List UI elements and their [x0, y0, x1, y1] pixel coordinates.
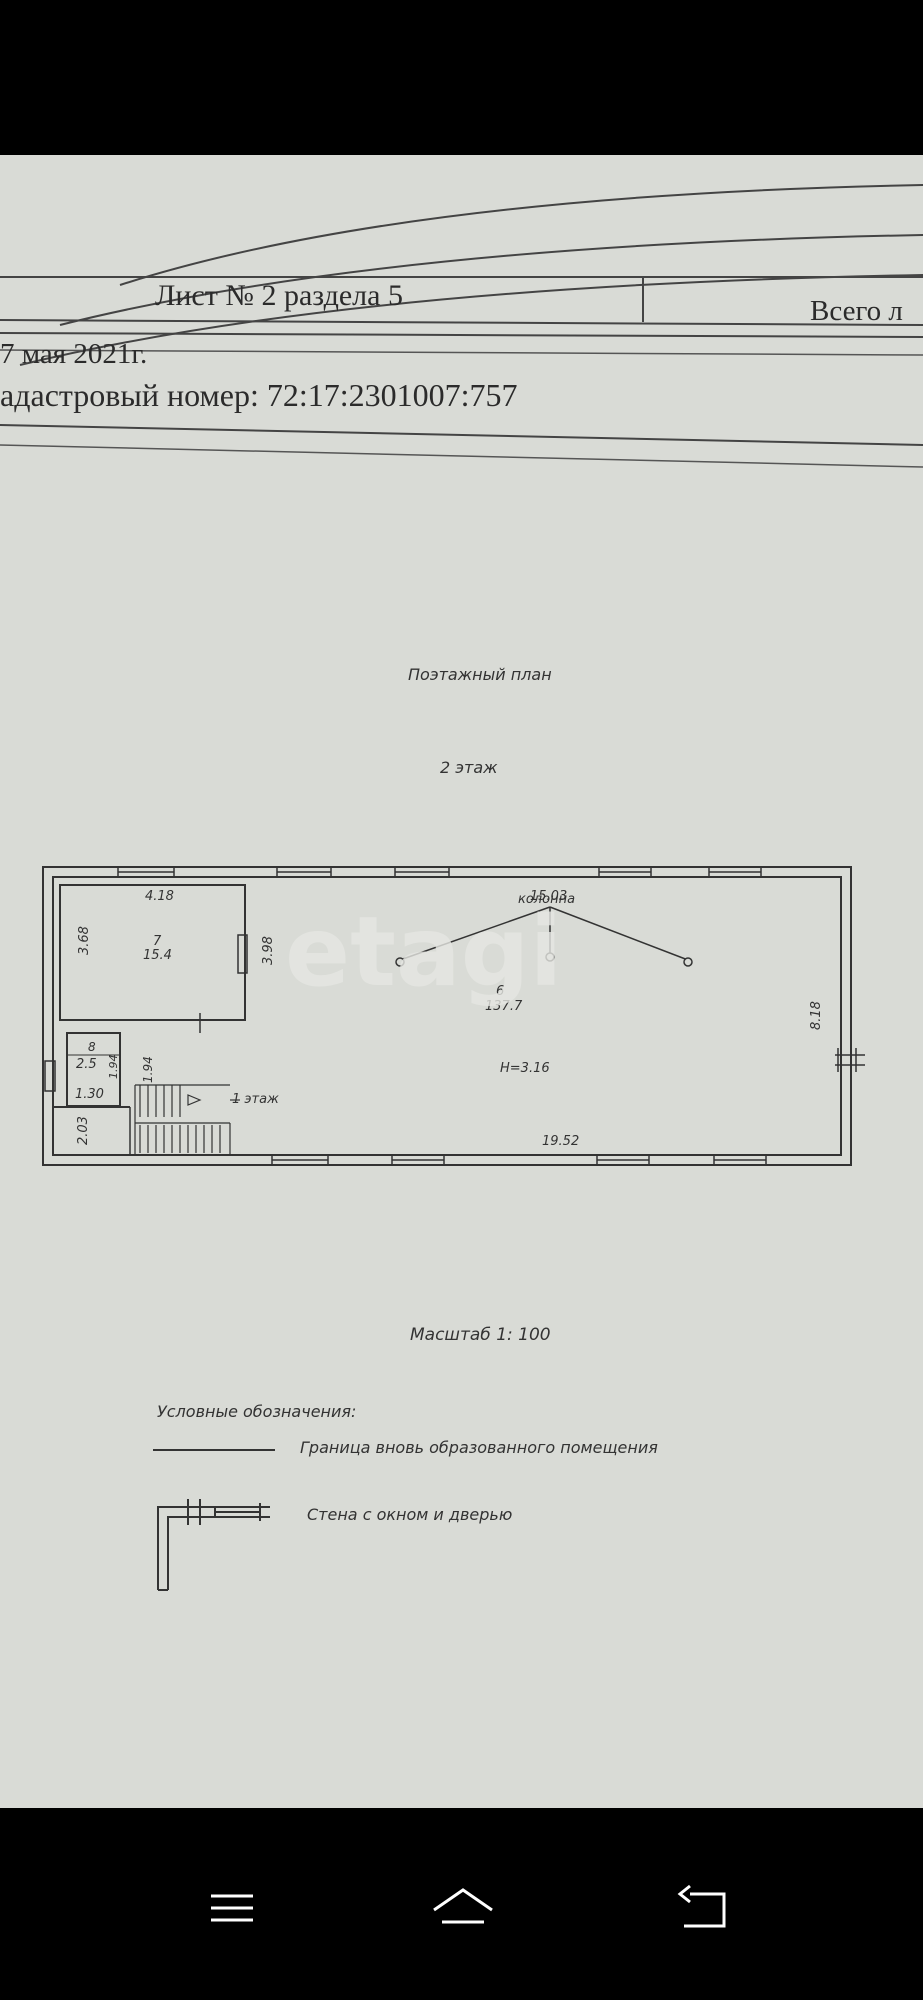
stair-label: 1 этаж [232, 1092, 279, 1107]
legend-line-sample [153, 1449, 275, 1451]
header-lines [0, 184, 923, 468]
stairs [134, 1084, 240, 1155]
document-photo: Лист № 2 раздела 5 Всего л 7 мая 2021г. … [0, 155, 923, 1808]
sheet-title: Лист № 2 раздела 5 [155, 279, 403, 312]
column-label: колонна [518, 892, 575, 907]
floor-label: 2 этаж [440, 758, 498, 777]
dim-3-98: 3.98 [261, 936, 276, 965]
legend-item-2: Стена с окном и дверью [307, 1505, 513, 1524]
dim-2-03: 2.03 [76, 1116, 91, 1145]
legend-item-1: Граница вновь образованного помещения [300, 1438, 658, 1457]
home-button[interactable] [428, 1878, 498, 1938]
room-6-number: 6 [496, 984, 504, 999]
dim-8-18: 8.18 [809, 1001, 824, 1030]
back-icon [677, 1884, 726, 1928]
dim-4-18: 4.18 [145, 889, 174, 904]
dim-3-68: 3.68 [77, 926, 92, 955]
cadastral-number: адастровый номер: 72:17:2301007:757 [0, 377, 518, 413]
back-button[interactable] [670, 1878, 740, 1938]
room-7-area: 15.4 [143, 948, 172, 963]
scale-label: Масштаб 1: 100 [410, 1325, 551, 1345]
total-sheets-label: Всего л [810, 295, 903, 327]
date-text: 7 мая 2021г. [0, 338, 148, 370]
floor-plan: 4.18 15.03 колонна 7 15.4 3.68 3.98 6 13… [42, 866, 865, 1166]
watermark: etagi [285, 896, 562, 1008]
navigation-bar [0, 1808, 923, 2000]
right-door [835, 1048, 865, 1072]
top-windows [117, 866, 762, 878]
room-8-area: 2.5 [76, 1057, 97, 1072]
dim-1-94a: 1.94 [107, 1055, 120, 1080]
dim-1-30: 1.30 [75, 1087, 104, 1102]
bottom-windows [271, 1154, 767, 1166]
room-7-number: 7 [153, 934, 162, 949]
menu-icon [211, 1894, 253, 1922]
plan-title: Поэтажный план [408, 665, 552, 684]
home-icon [433, 1888, 493, 1924]
dim-15-03: 15.03 [530, 889, 567, 904]
legend-title: Условные обозначения: [157, 1402, 357, 1421]
columns [395, 906, 693, 967]
wall-symbol [157, 1499, 270, 1591]
dim-1-94b: 1.94 [141, 1056, 155, 1083]
height-label: H=3.16 [500, 1061, 550, 1076]
menu-button[interactable] [197, 1878, 267, 1938]
room-6-area: 137.7 [485, 999, 523, 1014]
room-8-number: 8 [88, 1040, 96, 1054]
dim-19-52: 19.52 [542, 1134, 579, 1149]
